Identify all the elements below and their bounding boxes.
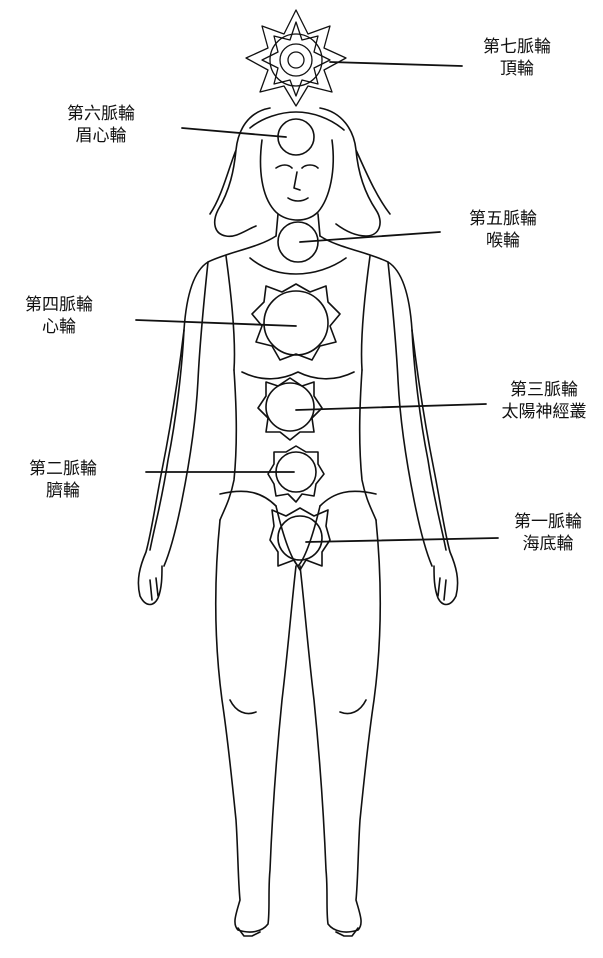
chakra-4-name: 第四脈輪 xyxy=(4,294,114,316)
chakra-3-name: 第三脈輪 xyxy=(485,379,603,401)
chakra-4-heart xyxy=(252,284,340,360)
chakra-7-crown-lotus xyxy=(246,10,346,106)
chakra-1-label: 第一脈輪 海底輪 xyxy=(493,511,603,555)
chakra-5-location: 喉輪 xyxy=(448,230,558,252)
waist xyxy=(220,370,376,520)
chakra-6-location: 眉心輪 xyxy=(46,125,156,147)
nose xyxy=(294,172,300,190)
leotard-top xyxy=(226,256,370,370)
chakra-3-label: 第三脈輪 太陽神經叢 xyxy=(485,379,603,423)
chakra-7-location: 頂輪 xyxy=(462,58,572,80)
right-leg xyxy=(300,520,380,932)
chakra-7-label: 第七脈輪 頂輪 xyxy=(462,36,572,80)
chakra-4-label: 第四脈輪 心輪 xyxy=(4,294,114,338)
eyes xyxy=(276,165,318,168)
torso-outline xyxy=(150,236,446,550)
leader-lines xyxy=(136,62,498,542)
chakra-3-location: 太陽神經叢 xyxy=(485,401,603,423)
chakra-2-name: 第二脈輪 xyxy=(8,458,118,480)
chakra-2-label: 第二脈輪 臍輪 xyxy=(8,458,118,502)
chakra-7-name: 第七脈輪 xyxy=(462,36,572,58)
chakra-1-name: 第一脈輪 xyxy=(493,511,603,533)
knees xyxy=(230,700,366,714)
mouth xyxy=(288,198,308,201)
chakra-5-name: 第五脈輪 xyxy=(448,208,558,230)
fingers xyxy=(150,578,446,600)
left-leg xyxy=(216,520,296,932)
chakra-2-location: 臍輪 xyxy=(8,480,118,502)
chakra-5-label: 第五脈輪 喉輪 xyxy=(448,208,558,252)
hair-outline xyxy=(210,108,390,236)
chakra-4-location: 心輪 xyxy=(4,316,114,338)
chakra-6-label: 第六脈輪 眉心輪 xyxy=(46,103,156,147)
chakra-6-name: 第六脈輪 xyxy=(46,103,156,125)
chakra-1-location: 海底輪 xyxy=(493,533,603,555)
chest-line xyxy=(242,372,354,379)
face-outline xyxy=(261,140,334,220)
chakra-2-sacral xyxy=(268,446,324,502)
